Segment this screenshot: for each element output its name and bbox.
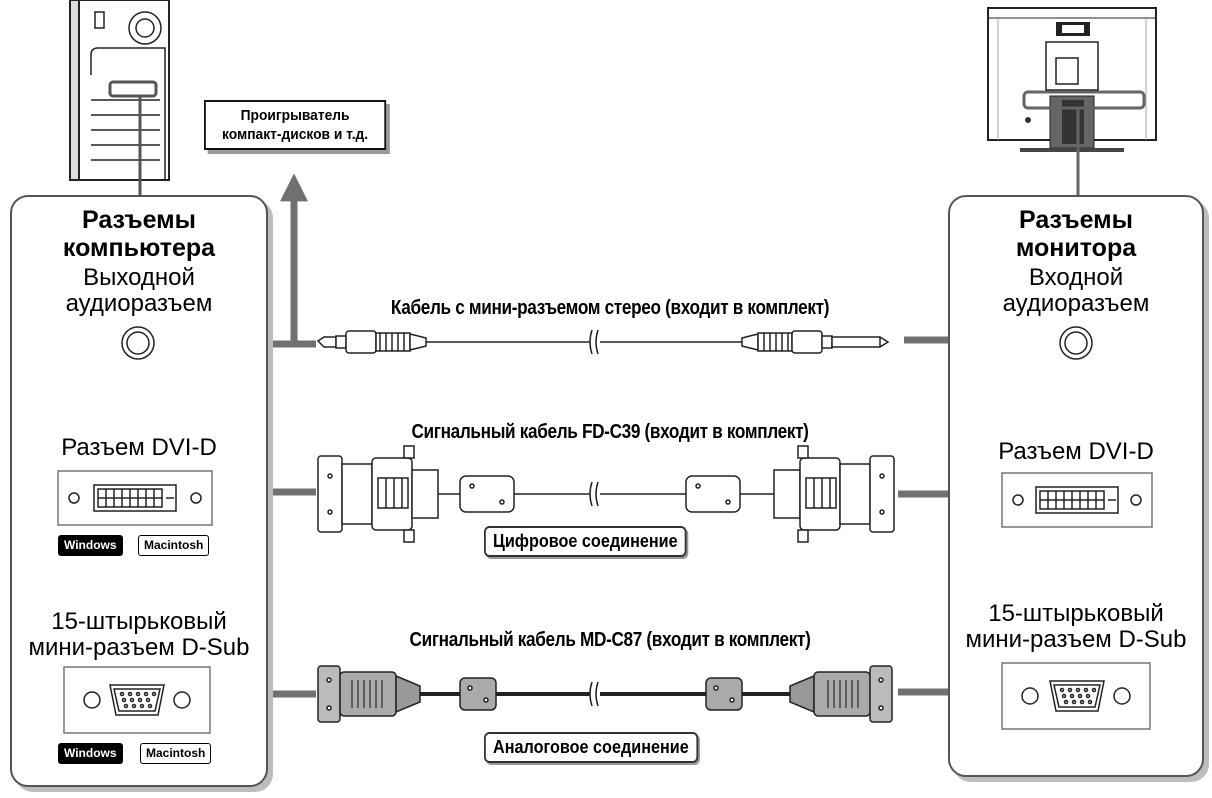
dvi-cable-title: Сигнальный кабель FD-C39 (входит в компл… [411,421,809,443]
monitor-dsub-port-icon [1001,662,1151,730]
computer-tower-icon [69,0,170,196]
computer-panel-title-line1: Разъемы [81,206,196,234]
audio-cable-title: Кабель с мини-разъемом стерео (входит в … [390,297,830,319]
computer-panel-title-line2: компьютера [62,234,216,262]
dvi-cable-icon [317,445,895,543]
analog-connection-tag: Аналоговое соединение [484,732,698,763]
monitor-audio-label-line1: Входной [1028,264,1124,291]
stereo-cable-icon [316,329,890,355]
computer-connectors-panel: Разъемы компьютера Выходной аудиоразъем [10,195,268,787]
computer-audio-label-line2: аудиоразъем [65,290,213,317]
computer-dsub-label-line1: 15-штырьковый [51,608,227,635]
monitor-dvi-port-icon [1001,472,1153,528]
computer-dvi-windows-badge: Windows [58,535,123,556]
dsub-cable-title: Сигнальный кабель MD-C87 (входит в компл… [409,629,811,651]
computer-dsub-macintosh-badge: Macintosh [140,743,212,764]
computer-ports-artwork [57,326,213,734]
cd-player-line1: Проигрыватель [240,107,350,124]
computer-dsub-windows-badge: Windows [58,743,123,764]
computer-dsub-label-line2: мини-разъем D-Sub [28,634,250,661]
cd-player-box: Проигрыватель компакт-дисков и т.д. [204,100,387,150]
monitor-connectors-panel: Разъемы монитора Входной аудиоразъем [948,195,1204,777]
dsub-cable-icon [317,665,893,723]
computer-dvi-macintosh-badge: Macintosh [138,535,210,556]
monitor-dsub-label-line1: 15-штырьковый [988,600,1164,627]
monitor-dvi-label: Разъем DVI-D [998,438,1154,465]
computer-dvi-label: Разъем DVI-D [61,434,217,461]
monitor-panel-title-line2: монитора [1015,234,1137,262]
monitor-icon [987,7,1157,196]
monitor-audio-label-line2: аудиоразъем [1002,290,1150,317]
monitor-ports-artwork [1001,326,1153,730]
dvi-port-icon [57,470,213,526]
audio-in-jack-icon [1059,326,1093,360]
cd-player-line2: компакт-дисков и т.д. [222,126,369,143]
monitor-dsub-label-line2: мини-разъем D-Sub [965,626,1187,653]
digital-connection-tag: Цифровое соединение [484,526,687,557]
monitor-panel-title-line1: Разъемы [1018,206,1133,234]
dsub-port-icon [63,666,211,734]
computer-audio-label-line1: Выходной [83,264,195,291]
audio-out-jack-icon [121,326,155,360]
